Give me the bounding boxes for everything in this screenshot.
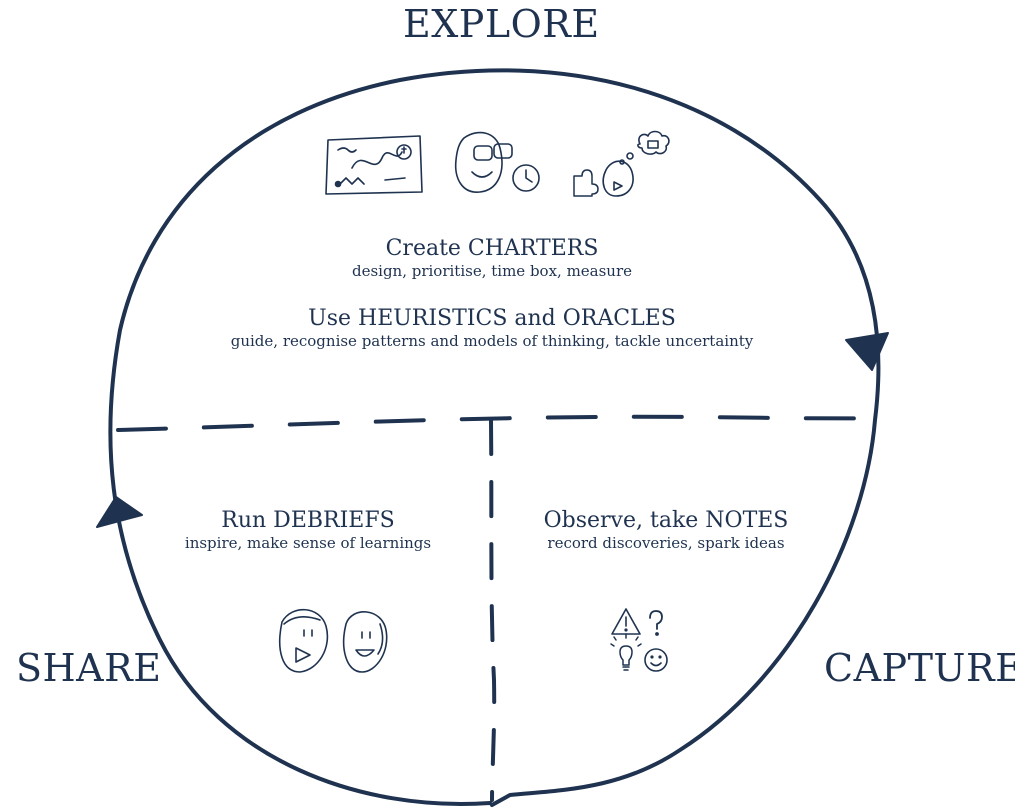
phase-label-share: SHARE xyxy=(16,646,162,690)
phase-label-explore: EXPLORE xyxy=(403,2,600,46)
map-icon xyxy=(325,135,423,195)
thinking-face-icon xyxy=(602,130,670,197)
charters-block: Create CHARTERS design, prioritise, time… xyxy=(292,236,692,280)
notes-title: Observe, take NOTES xyxy=(543,508,789,533)
binoculars-face-icon xyxy=(454,131,513,193)
phase-label-capture: CAPTURE xyxy=(824,646,1015,690)
arrowhead-left xyxy=(96,496,143,528)
smiley-icon xyxy=(644,648,668,672)
vertical-dashed-divider xyxy=(489,418,497,802)
heuristics-title: Use HEURISTICS and ORACLES xyxy=(308,306,676,331)
question-mark-icon xyxy=(649,610,663,636)
puzzle-piece-icon xyxy=(573,169,599,197)
talking-face-icon xyxy=(278,608,329,673)
arrowhead-right xyxy=(845,332,889,371)
charters-title: Create CHARTERS xyxy=(385,236,599,261)
cycle-circle xyxy=(108,68,881,807)
notes-subtitle: record discoveries, spark ideas xyxy=(547,534,785,552)
listening-face-icon xyxy=(342,611,388,673)
heuristics-block: Use HEURISTICS and ORACLES guide, recogn… xyxy=(192,306,792,350)
notes-block: Observe, take NOTES record discoveries, … xyxy=(526,508,806,552)
charters-subtitle: design, prioritise, time box, measure xyxy=(351,262,633,280)
horizontal-dashed-divider xyxy=(116,414,874,432)
debriefs-block: Run DEBRIEFS inspire, make sense of lear… xyxy=(168,508,448,552)
warning-triangle-icon xyxy=(611,608,641,635)
heuristics-subtitle: guide, recognise patterns and models of … xyxy=(230,332,754,350)
lightbulb-icon xyxy=(610,633,642,671)
clock-icon xyxy=(512,164,540,192)
debriefs-subtitle: inspire, make sense of learnings xyxy=(184,534,432,552)
debriefs-title: Run DEBRIEFS xyxy=(221,508,395,533)
